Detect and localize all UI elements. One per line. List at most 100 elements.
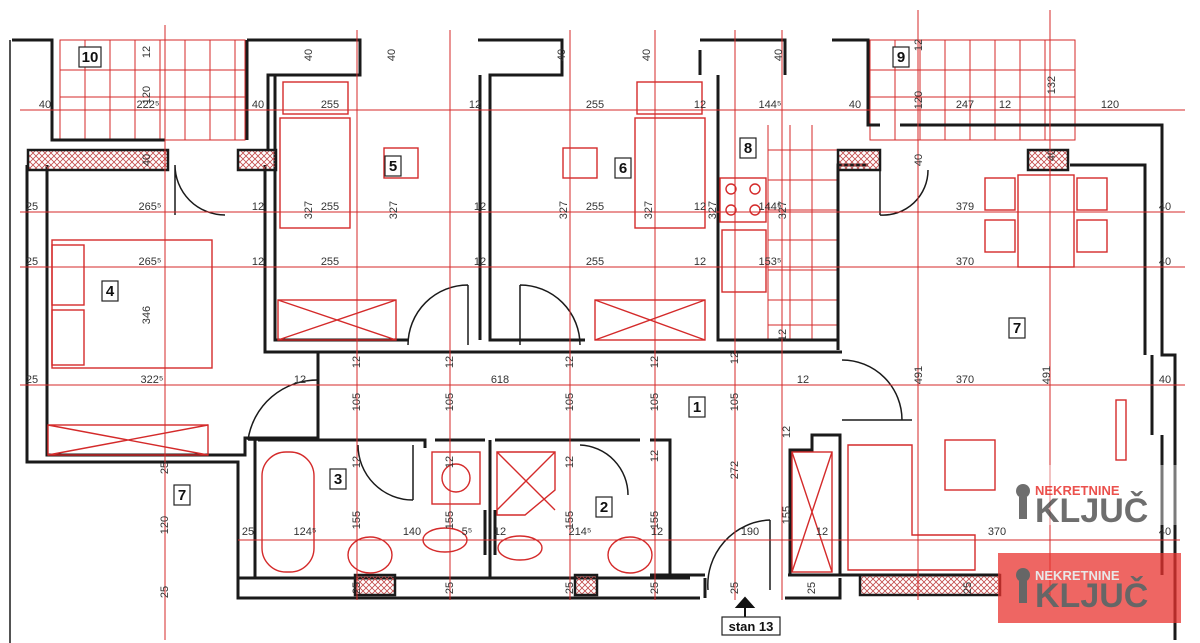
wall-hatch xyxy=(573,573,599,597)
kitchen-tiles xyxy=(767,125,838,340)
dimension-label: 25 xyxy=(444,582,456,594)
dimension-label: 120 xyxy=(159,516,171,534)
dimension-label: 12 xyxy=(351,456,363,468)
dimension-label: 40 xyxy=(849,99,861,111)
dimension-lines xyxy=(20,10,1185,640)
dimension-label: 327 xyxy=(777,201,789,219)
watermark-brand-top: NEKRETNINE xyxy=(1035,483,1120,498)
wall-hatch xyxy=(1026,148,1070,172)
dimension-label: 327 xyxy=(707,201,719,219)
stove xyxy=(719,177,767,223)
room-number: 7 xyxy=(1013,320,1021,337)
dimension-label: 12 xyxy=(649,450,661,462)
dimension-label: 25 xyxy=(26,374,38,386)
tv xyxy=(1115,399,1127,461)
dimension-label: 12 xyxy=(816,526,828,538)
dimension-label: 327 xyxy=(558,201,570,219)
dimension-label: 12 xyxy=(651,526,663,538)
coffee-table xyxy=(944,439,996,491)
room-1-label: 1 xyxy=(688,396,706,418)
room-number: 2 xyxy=(600,499,608,516)
dimension-label: 370 xyxy=(988,526,1006,538)
dimension-label: 12 xyxy=(494,526,506,538)
dimension-label: 12 xyxy=(694,256,706,268)
dimension-label: 25 xyxy=(564,582,576,594)
dimension-label: 40 xyxy=(303,49,315,61)
shower xyxy=(496,451,556,516)
dimension-label: 255 xyxy=(586,99,604,111)
dimension-label: 327 xyxy=(303,201,315,219)
dimension-label: 255 xyxy=(586,256,604,268)
wall-hatch xyxy=(858,573,1002,597)
dimension-label: 12 xyxy=(729,352,741,364)
dimension-label: 12 xyxy=(564,456,576,468)
dimension-label: 124⁵ xyxy=(294,526,317,538)
dimension-label: 265⁵ xyxy=(139,256,162,268)
dimension-label: 144⁵ xyxy=(759,99,782,111)
dimension-label: 255 xyxy=(321,99,339,111)
dimension-label: 40 xyxy=(1159,201,1171,213)
dimension-label: 25 xyxy=(26,256,38,268)
watermark-logo: NEKRETNINE KLJUČ xyxy=(998,465,1183,530)
dimension-label: 379 xyxy=(956,201,974,213)
dimension-label: 153⁵ xyxy=(759,256,782,268)
dimension-label: 12 xyxy=(252,256,264,268)
dimension-label: 327 xyxy=(643,201,655,219)
dimension-label: 40 xyxy=(252,99,264,111)
dimension-label: 105 xyxy=(649,393,661,411)
dimension-label: 214⁵ xyxy=(569,526,592,538)
dining-table xyxy=(1017,174,1075,268)
chair-room-6 xyxy=(562,147,598,179)
toilet-2 xyxy=(497,535,543,561)
dimension-label: 12 xyxy=(777,329,789,341)
bathtub xyxy=(261,451,315,573)
dimension-label: 5⁵ xyxy=(462,526,473,538)
sink xyxy=(721,229,767,293)
dimension-label: 40 xyxy=(141,154,153,166)
room-number: 5 xyxy=(389,158,397,175)
bed-room-4 xyxy=(51,239,213,369)
dimension-label: 40 xyxy=(1159,374,1171,386)
dimension-label: 132 xyxy=(1046,76,1058,94)
room-7-label: 7 xyxy=(1008,317,1026,339)
dimension-label: 155 xyxy=(351,511,363,529)
key-icon xyxy=(1016,484,1030,498)
bed-room-6 xyxy=(634,117,706,229)
watermark-logo-red: NEKRETNINE KLJUČ xyxy=(998,553,1181,623)
dimension-label: 120 xyxy=(1101,99,1119,111)
dimension-label: 25 xyxy=(159,586,171,598)
dimension-label: 255 xyxy=(586,201,604,213)
dimension-label: 12 xyxy=(781,426,793,438)
dimension-label: 12 xyxy=(444,356,456,368)
watermark-brand-top-2: NEKRETNINE xyxy=(1035,568,1120,583)
watermark-brand-main-2: KLJUČ xyxy=(1035,576,1148,615)
wardrobe-room-4 xyxy=(47,424,209,456)
dimension-label: 12 xyxy=(564,356,576,368)
doors xyxy=(174,164,929,591)
dimension-label: 12 xyxy=(913,39,925,51)
room-number: 10 xyxy=(82,49,99,66)
dimension-label: 255 xyxy=(321,201,339,213)
room-number: 9 xyxy=(897,49,905,66)
dimension-label: 12 xyxy=(649,356,661,368)
dimension-label: 155 xyxy=(781,506,793,524)
dimension-label: 105 xyxy=(729,393,741,411)
room-number: 1 xyxy=(693,399,701,416)
room-number: 6 xyxy=(619,160,627,177)
dimension-label: 12 xyxy=(294,374,306,386)
room-number: 8 xyxy=(744,140,752,157)
room-5-label: 5 xyxy=(384,155,402,177)
dimension-label: 25 xyxy=(806,582,818,594)
dimension-label: 370 xyxy=(956,256,974,268)
arrow-up-icon xyxy=(734,596,756,618)
dimension-label: 12 xyxy=(694,99,706,111)
dimension-label: 491 xyxy=(1041,366,1053,384)
key-icon xyxy=(1016,568,1030,582)
dimension-label: 105 xyxy=(564,393,576,411)
room-number: 7 xyxy=(178,487,186,504)
dimension-label: 25 xyxy=(159,462,171,474)
dimension-label: 40 xyxy=(556,49,568,61)
dimension-label: 12 xyxy=(474,256,486,268)
dimension-label: 247 xyxy=(956,99,974,111)
